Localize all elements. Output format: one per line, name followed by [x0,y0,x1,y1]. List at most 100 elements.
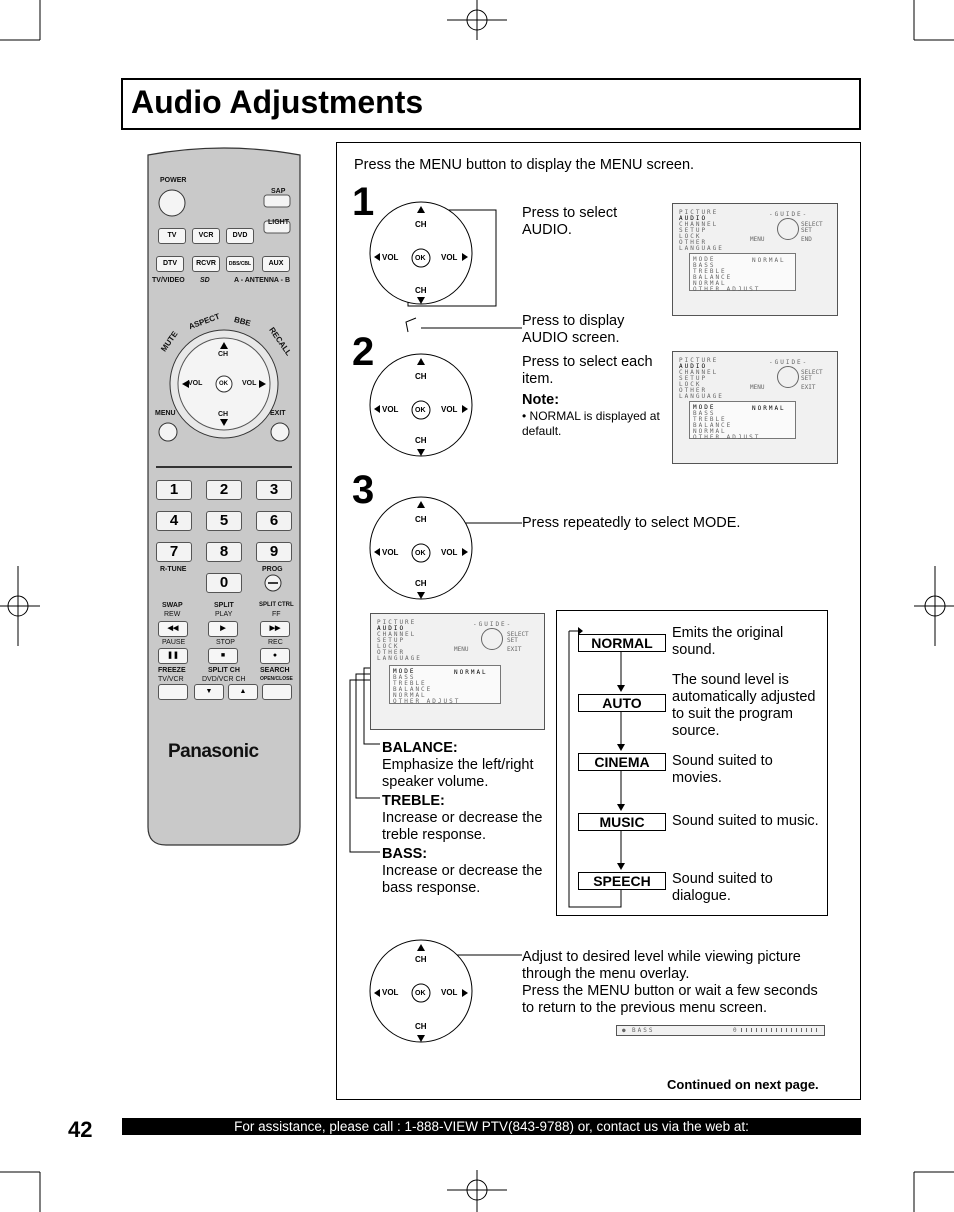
remote-dbscbl-button[interactable]: DBS/CBL [226,256,254,272]
remote-search-button[interactable] [262,684,292,700]
mode-speech-button[interactable]: SPEECH [578,872,666,890]
dial-2-graphic [369,353,473,457]
remote-dvd-button[interactable]: DVD [226,228,254,244]
remote-num-4[interactable]: 4 [156,511,192,531]
remote-pause-button[interactable]: ❚❚ [158,648,188,664]
remote-freeze-label: FREEZE [158,667,186,674]
mode-speech-desc: Sound suited to dialogue. [672,871,773,904]
dial-1-ok[interactable]: OK [415,255,426,262]
dial-1-ch-up[interactable]: CH [415,220,427,229]
step-2-note-title: Note: [522,392,560,408]
step-2-desc: Press to select each item. [522,354,653,387]
remote-num-3[interactable]: 3 [256,480,292,500]
remote-exit-label[interactable]: EXIT [270,410,286,417]
remote-rec-button[interactable]: ● [260,648,290,664]
dial-3-vol-left[interactable]: VOL [382,548,399,557]
osd-2-item: PICTURE [679,357,719,364]
osd-1-audio-item: BALANCE [693,274,733,281]
mode-normal-button[interactable]: NORMAL [578,634,666,652]
remote-ch-up-button[interactable]: ▲ [228,684,258,700]
osd-2-menu: MENU [750,384,765,391]
osd-2-item: SETUP [679,375,708,382]
remote-sap-label: SAP [271,188,286,195]
mode-auto-button[interactable]: AUTO [578,694,666,712]
dial-4-vol-left[interactable]: VOL [382,988,399,997]
dial-3-ch-up[interactable]: CH [415,515,427,524]
remote-num-0[interactable]: 0 [206,573,242,593]
osd-1-audio-item: TREBLE [693,268,727,275]
remote-menu-label[interactable]: MENU [155,410,176,417]
dial-2-ok[interactable]: OK [415,407,426,414]
remote-dtv-button[interactable]: DTV [156,256,184,272]
remote-ch-down-button[interactable]: ▼ [194,684,224,700]
dial-3-graphic [369,496,473,600]
bass-bar-scale [741,1028,821,1032]
dial-4-ch-down[interactable]: CH [415,1022,427,1031]
remote-num-1[interactable]: 1 [156,480,192,500]
dial-2-vol-left[interactable]: VOL [382,405,399,414]
dial-1-graphic [369,201,473,305]
content-box [336,142,861,1100]
remote-rew-button[interactable]: ◀◀ [158,621,188,637]
remote-dvdvcrch-label: DVD/VCR CH [202,676,246,683]
remote-tv-button[interactable]: TV [158,228,186,244]
step-1-number: 1 [352,180,375,224]
dial-1: CH CH VOL VOL OK [368,200,474,306]
remote-freeze-button[interactable] [158,684,188,700]
osd-1-audio-item: NORMAL [693,280,727,287]
remote-num-2[interactable]: 2 [206,480,242,500]
balance-desc: Emphasize the left/right speaker volume. [382,757,534,790]
osd-3-menu: MENU [454,646,469,653]
osd-1-item: LANGUAGE [679,245,724,252]
osd-1-audio-item: MODE [693,256,716,263]
remote-aux-button[interactable]: AUX [262,256,290,272]
mode-cycle-box: NORMAL AUTO CINEMA MUSIC SPEECH Emits th… [556,610,828,916]
dial-2-vol-right[interactable]: VOL [441,405,458,414]
remote-ch-down-label: CH [218,411,229,418]
remote-ff-button[interactable]: ▶▶ [260,621,290,637]
mode-cinema-button[interactable]: CINEMA [578,753,666,771]
remote-control: POWER SAP LIGHT TV VCR DVD DTV RCVR DBS/… [146,147,302,847]
dial-1-vol-left[interactable]: VOL [382,253,399,262]
treble-desc: Increase or decrease the treble response… [382,810,543,843]
dial-3-vol-right[interactable]: VOL [441,548,458,557]
osd-3-dpad-icon [481,628,503,650]
osd-3-item: LOCK [377,643,400,650]
remote-num-8[interactable]: 8 [206,542,242,562]
step-2-number: 2 [352,330,375,374]
remote-sd-label: SD [200,277,210,284]
dial-2-ch-down[interactable]: CH [415,436,427,445]
remote-num-7[interactable]: 7 [156,542,192,562]
remote-stop-button[interactable]: ■ [208,648,238,664]
mode-normal-desc: Emits the original sound. [672,625,784,658]
osd-2-audio-item: BASS [693,410,716,417]
dial-4-ch-up[interactable]: CH [415,955,427,964]
dial-1-ch-down[interactable]: CH [415,286,427,295]
remote-ok-label[interactable]: OK [219,381,228,387]
mode-music-button[interactable]: MUSIC [578,813,666,831]
osd-2-item: OTHER [679,387,708,394]
dial-4-ok[interactable]: OK [415,990,426,997]
osd-screen-3: PICTURE AUDIO CHANNEL SETUP LOCK OTHER L… [370,613,545,730]
remote-vcr-button[interactable]: VCR [192,228,220,244]
dial-3-ok[interactable]: OK [415,550,426,557]
osd-3-audio-item: OTHER ADJUST [393,698,461,705]
dial-2-ch-up[interactable]: CH [415,372,427,381]
treble-name: TREBLE: [382,793,445,809]
remote-rcvr-button[interactable]: RCVR [192,256,220,272]
dial-4-graphic [369,939,473,1043]
dial-1-vol-right[interactable]: VOL [441,253,458,262]
osd-3-audio-item: BALANCE [393,686,433,693]
remote-play-button[interactable]: ▶ [208,621,238,637]
dial-3: CH CH VOL VOL OK [368,495,474,601]
osd-1-audio-item: OTHER ADJUST [693,286,761,293]
osd-3-select: SELECT [507,631,529,638]
dial-3-ch-down[interactable]: CH [415,579,427,588]
step-1-desc-b: Press to display AUDIO screen. [522,313,625,346]
remote-num-6[interactable]: 6 [256,511,292,531]
step-3-number: 3 [352,468,375,512]
dial-4-vol-right[interactable]: VOL [441,988,458,997]
remote-num-5[interactable]: 5 [206,511,242,531]
mode-music-desc: Sound suited to music. [672,813,819,829]
remote-num-9[interactable]: 9 [256,542,292,562]
